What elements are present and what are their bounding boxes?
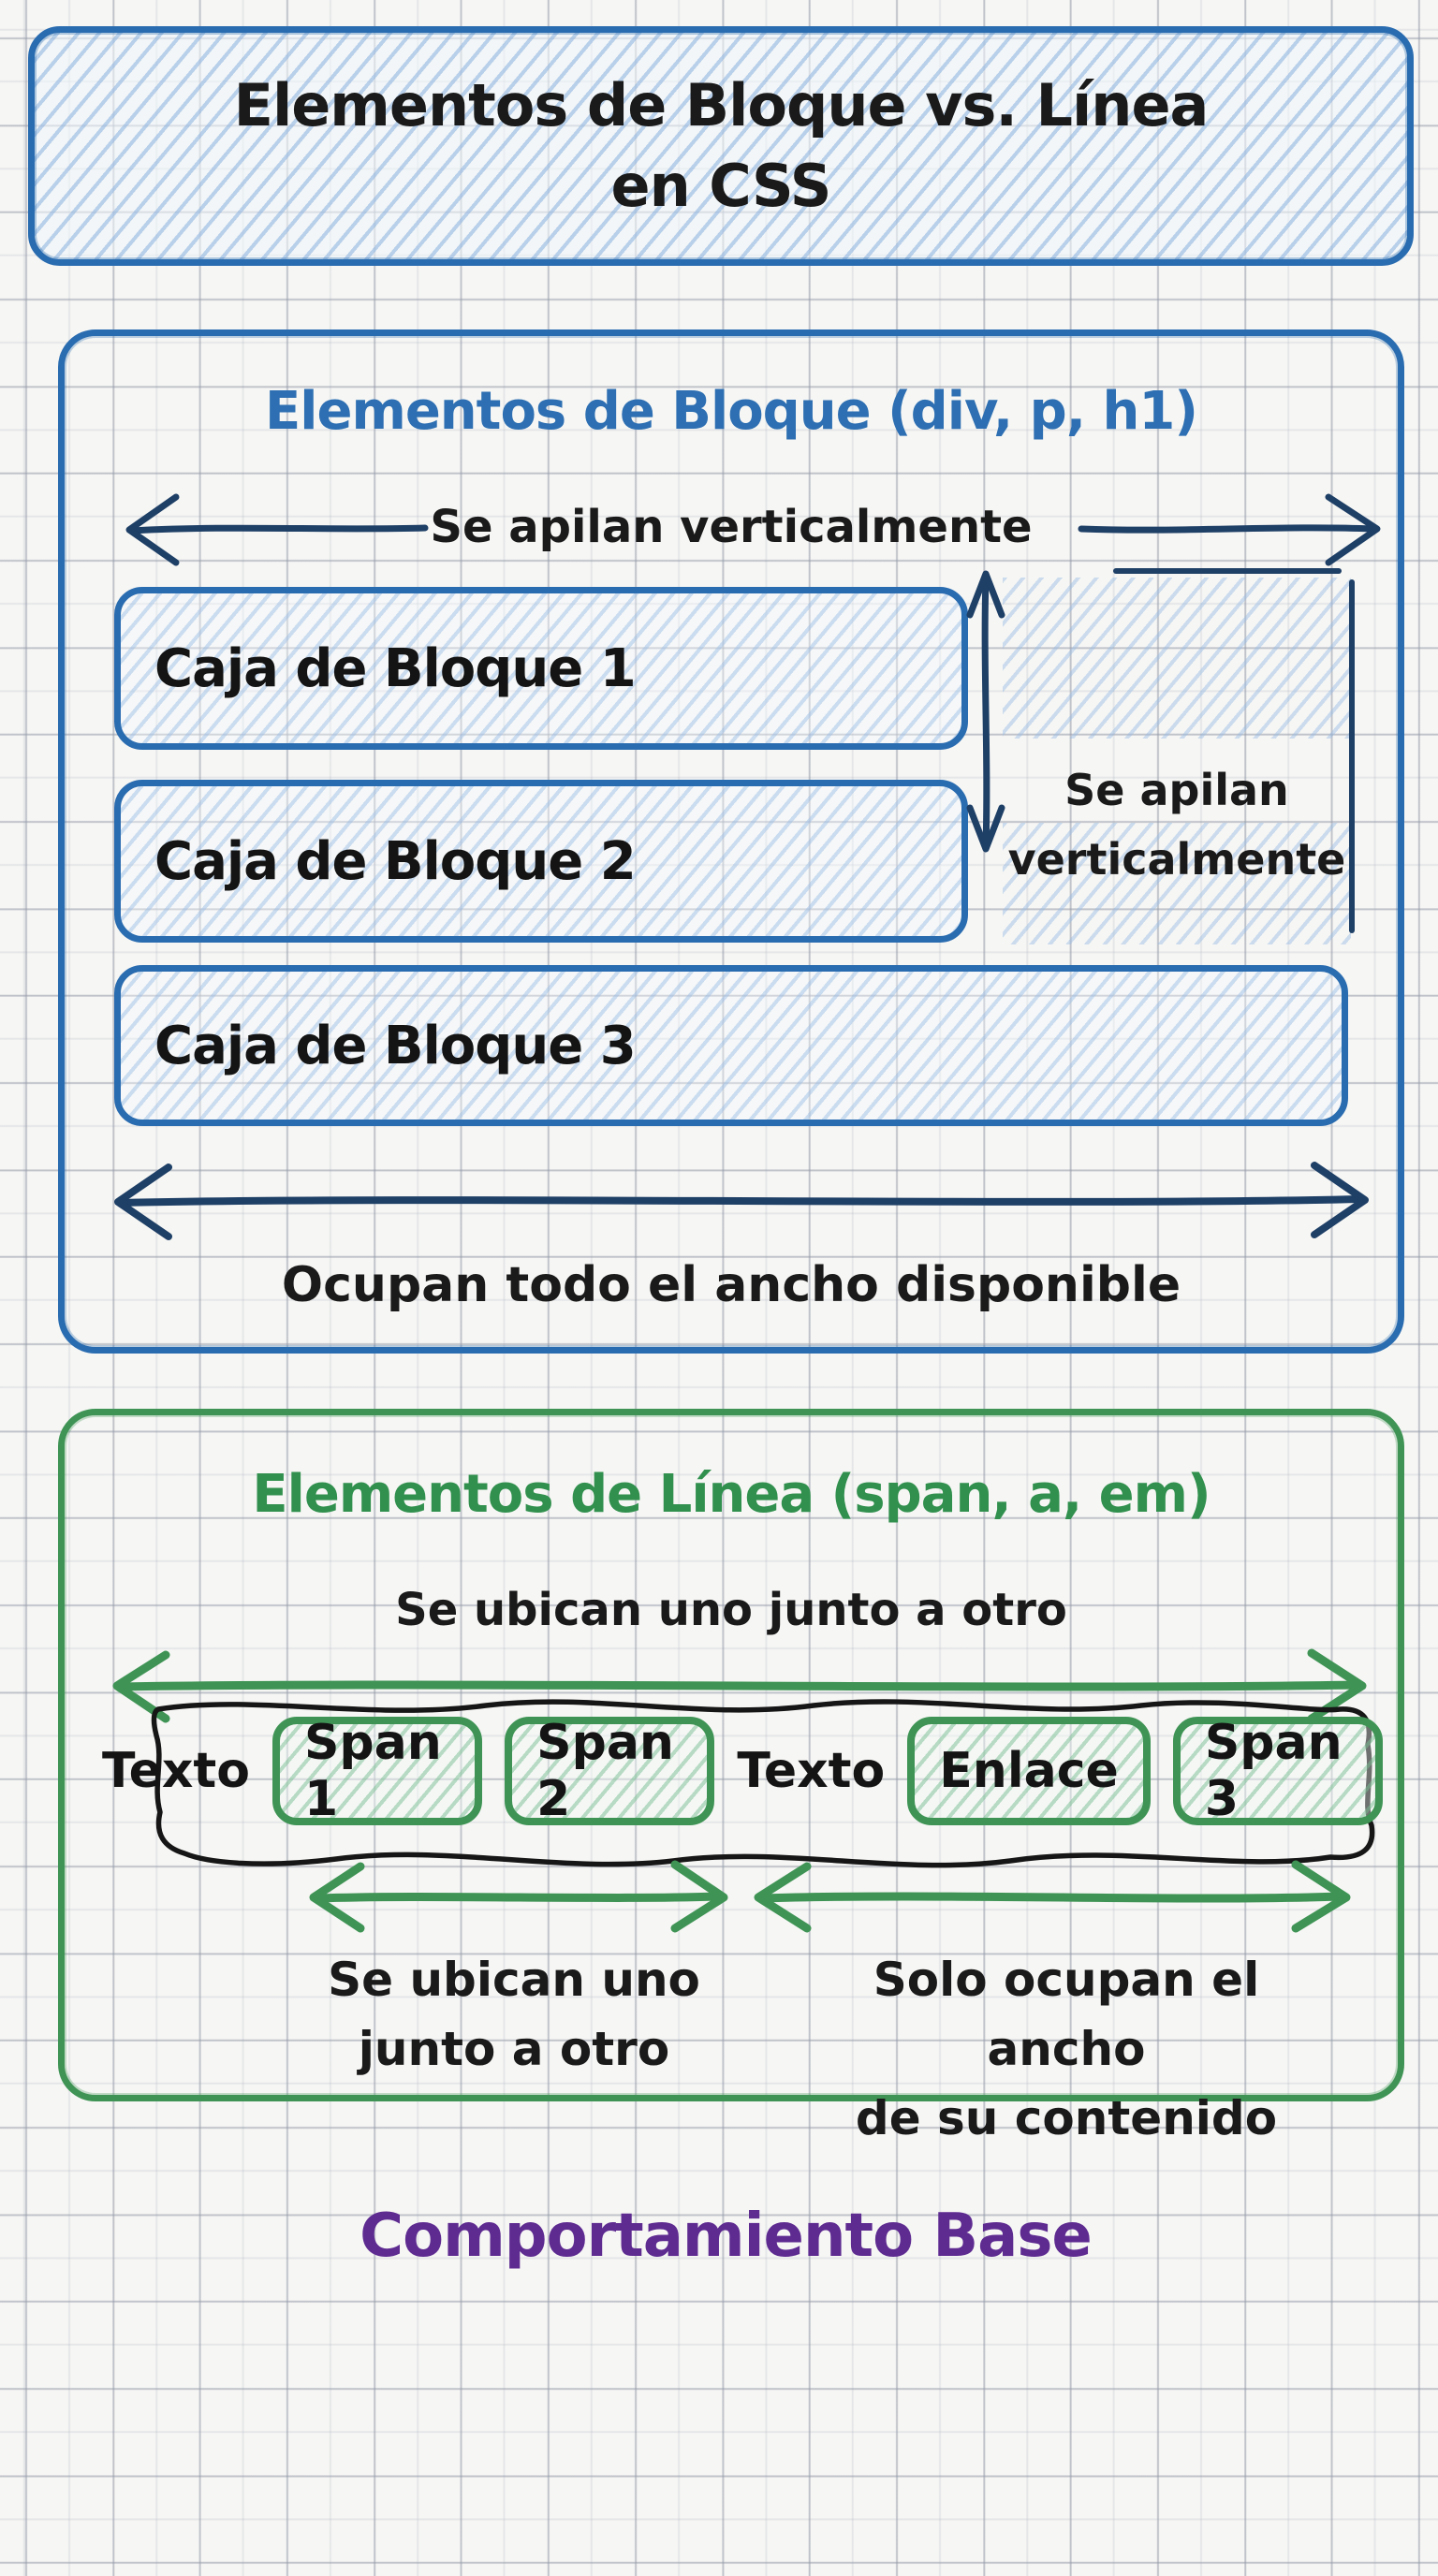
stack-arrow-right-icon [1078, 493, 1381, 566]
block-box-2-label: Caja de Bloque 2 [154, 830, 637, 892]
block-elements-section: Elementos de Bloque (div, p, h1) Se apil… [58, 329, 1404, 1354]
inline-items-row: Texto Span 1 Span 2 Texto Enlace Span 3 [102, 1715, 1383, 1827]
vertical-stack-arrow-icon [966, 570, 1005, 853]
footer-caption: Comportamiento Base [360, 2202, 1093, 2271]
block-box-1-label: Caja de Bloque 1 [154, 637, 637, 699]
inline-right-note: Solo ocupan el ancho de su contenido [804, 1945, 1328, 2153]
inline-flow-container: Texto Span 1 Span 2 Texto Enlace Span 3 [93, 1692, 1392, 1876]
inline-left-note-line1: Se ubican uno [328, 1953, 700, 2007]
full-width-label: Ocupan todo el ancho disponible [281, 1257, 1181, 1313]
block-box-3-label: Caja de Bloque 3 [154, 1015, 637, 1076]
block-box-1: Caja de Bloque 1 [114, 587, 968, 750]
inline-right-measure-arrow-icon [754, 1860, 1351, 1933]
stack-side-note: Se apilan verticalmente [1003, 755, 1351, 894]
inline-right-note-line1: Solo ocupan el ancho [873, 1953, 1260, 2076]
inline-left-measure-arrow-icon [309, 1860, 728, 1933]
stack-arrow-left-icon [125, 493, 429, 566]
full-width-arrow-icon [114, 1162, 1369, 1240]
inline-right-note-line2: de su contenido [855, 2091, 1278, 2145]
block-section-heading: Elementos de Bloque (div, p, h1) [265, 381, 1198, 442]
page-title-line2: en CSS [610, 152, 832, 220]
inline-span-3: Span 3 [1172, 1715, 1383, 1827]
wavy-outline-icon [151, 1699, 1375, 1868]
block-box-2: Caja de Bloque 2 [114, 780, 968, 943]
stack-vertical-label: Se apilan verticalmente [430, 501, 1033, 553]
stack-side-note-line1: Se apilan [1064, 765, 1289, 815]
inline-elements-section: Elementos de Línea (span, a, em) Se ubic… [58, 1409, 1404, 2145]
inline-link: Enlace [907, 1717, 1151, 1825]
block-box-3: Caja de Bloque 3 [114, 965, 1348, 1126]
inline-text-2: Texto [737, 1743, 886, 1799]
page-title-line1: Elementos de Bloque vs. Línea [233, 71, 1210, 139]
measure-line-vertical [1349, 579, 1355, 933]
inline-text-1: Texto [102, 1743, 250, 1799]
inline-left-note-line2: junto a otro [358, 2022, 670, 2076]
title-box: Elementos de Bloque vs. Línea en CSS [28, 26, 1414, 266]
inline-left-note: Se ubican uno junto a otro [299, 1945, 729, 2084]
stack-hatch-band-top [1003, 578, 1351, 739]
inline-flow-label: Se ubican uno junto a otro [395, 1584, 1067, 1636]
inline-span-1: Span 1 [271, 1715, 483, 1827]
stack-side-note-line2: verticalmente [1007, 834, 1346, 885]
inline-span-2: Span 2 [505, 1715, 715, 1827]
stack-hatch-band-bottom [1003, 823, 1351, 944]
inline-section-heading: Elementos de Línea (span, a, em) [252, 1464, 1211, 1525]
measure-line-horizontal [1113, 568, 1342, 574]
